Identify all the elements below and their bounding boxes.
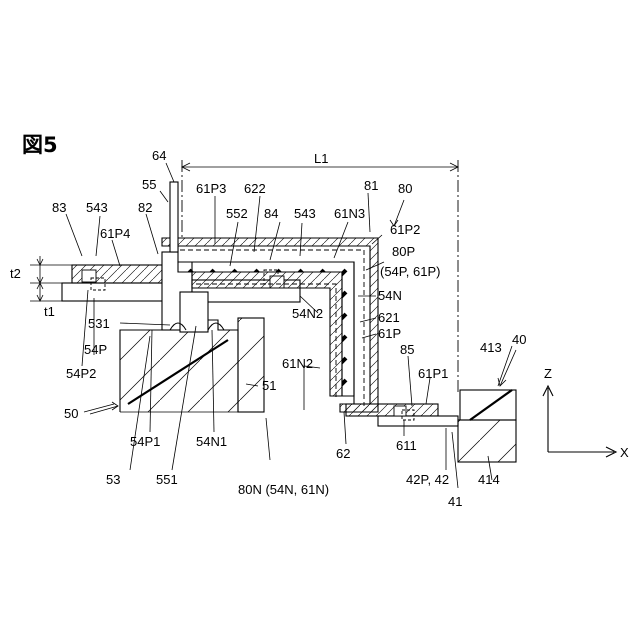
label-622: 622 — [244, 181, 266, 196]
axis-z-label: Z — [544, 366, 552, 381]
label-543-right: 543 — [294, 206, 316, 221]
label-83: 83 — [52, 200, 66, 215]
label-51: 51 — [262, 378, 276, 393]
label-61P1: 61P1 — [418, 366, 448, 381]
label-64: 64 — [152, 148, 166, 163]
label-54N2: 54N2 — [292, 306, 323, 321]
label-55: 55 — [142, 177, 156, 192]
label-80P: 80P — [392, 244, 415, 259]
label-54P: 54P — [84, 342, 107, 357]
label-61N3: 61N3 — [334, 206, 365, 221]
label-61P4: 61P4 — [100, 226, 130, 241]
label-414: 414 — [478, 472, 500, 487]
label-611: 611 — [396, 438, 417, 453]
label-50: 50 — [64, 406, 78, 421]
label-40: 40 — [512, 332, 526, 347]
label-80P-sub: (54P, 61P) — [380, 264, 440, 279]
label-81: 81 — [364, 178, 378, 193]
label-53: 53 — [106, 472, 120, 487]
axis-x-label: X — [620, 445, 629, 460]
label-84: 84 — [264, 206, 278, 221]
label-54N1: 54N1 — [196, 434, 227, 449]
label-543-left: 543 — [86, 200, 108, 215]
label-62: 62 — [336, 446, 350, 461]
label-82: 82 — [138, 200, 152, 215]
label-54N: 54N — [378, 288, 402, 303]
reference-labels: 64 55 61P3 622 L1 81 80 83 543 82 552 84… — [10, 148, 526, 509]
label-61N2: 61N2 — [282, 356, 313, 371]
label-621: 621 — [378, 310, 400, 325]
label-41: 41 — [448, 494, 462, 509]
label-t1: t1 — [44, 304, 55, 319]
label-61P3: 61P3 — [196, 181, 226, 196]
label-85: 85 — [400, 342, 414, 357]
label-54P2: 54P2 — [66, 366, 96, 381]
label-t2: t2 — [10, 266, 21, 281]
substrate-53 — [120, 320, 238, 412]
label-61P: 61P — [378, 326, 401, 341]
label-L1: L1 — [314, 151, 328, 166]
label-54P1: 54P1 — [130, 434, 160, 449]
coordinate-axes: Z X — [543, 366, 629, 460]
pin-64-55 — [170, 182, 178, 252]
module-40 — [458, 390, 516, 462]
label-80N: 80N (54N, 61N) — [238, 482, 329, 497]
label-42P: 42P, 42 — [406, 472, 449, 487]
label-413: 413 — [480, 340, 502, 355]
label-551: 551 — [156, 472, 178, 487]
label-531: 531 — [88, 316, 110, 331]
substrate-51 — [238, 318, 264, 412]
figure-title: 図5 — [22, 133, 58, 157]
label-552: 552 — [226, 206, 248, 221]
label-80: 80 — [398, 181, 412, 196]
